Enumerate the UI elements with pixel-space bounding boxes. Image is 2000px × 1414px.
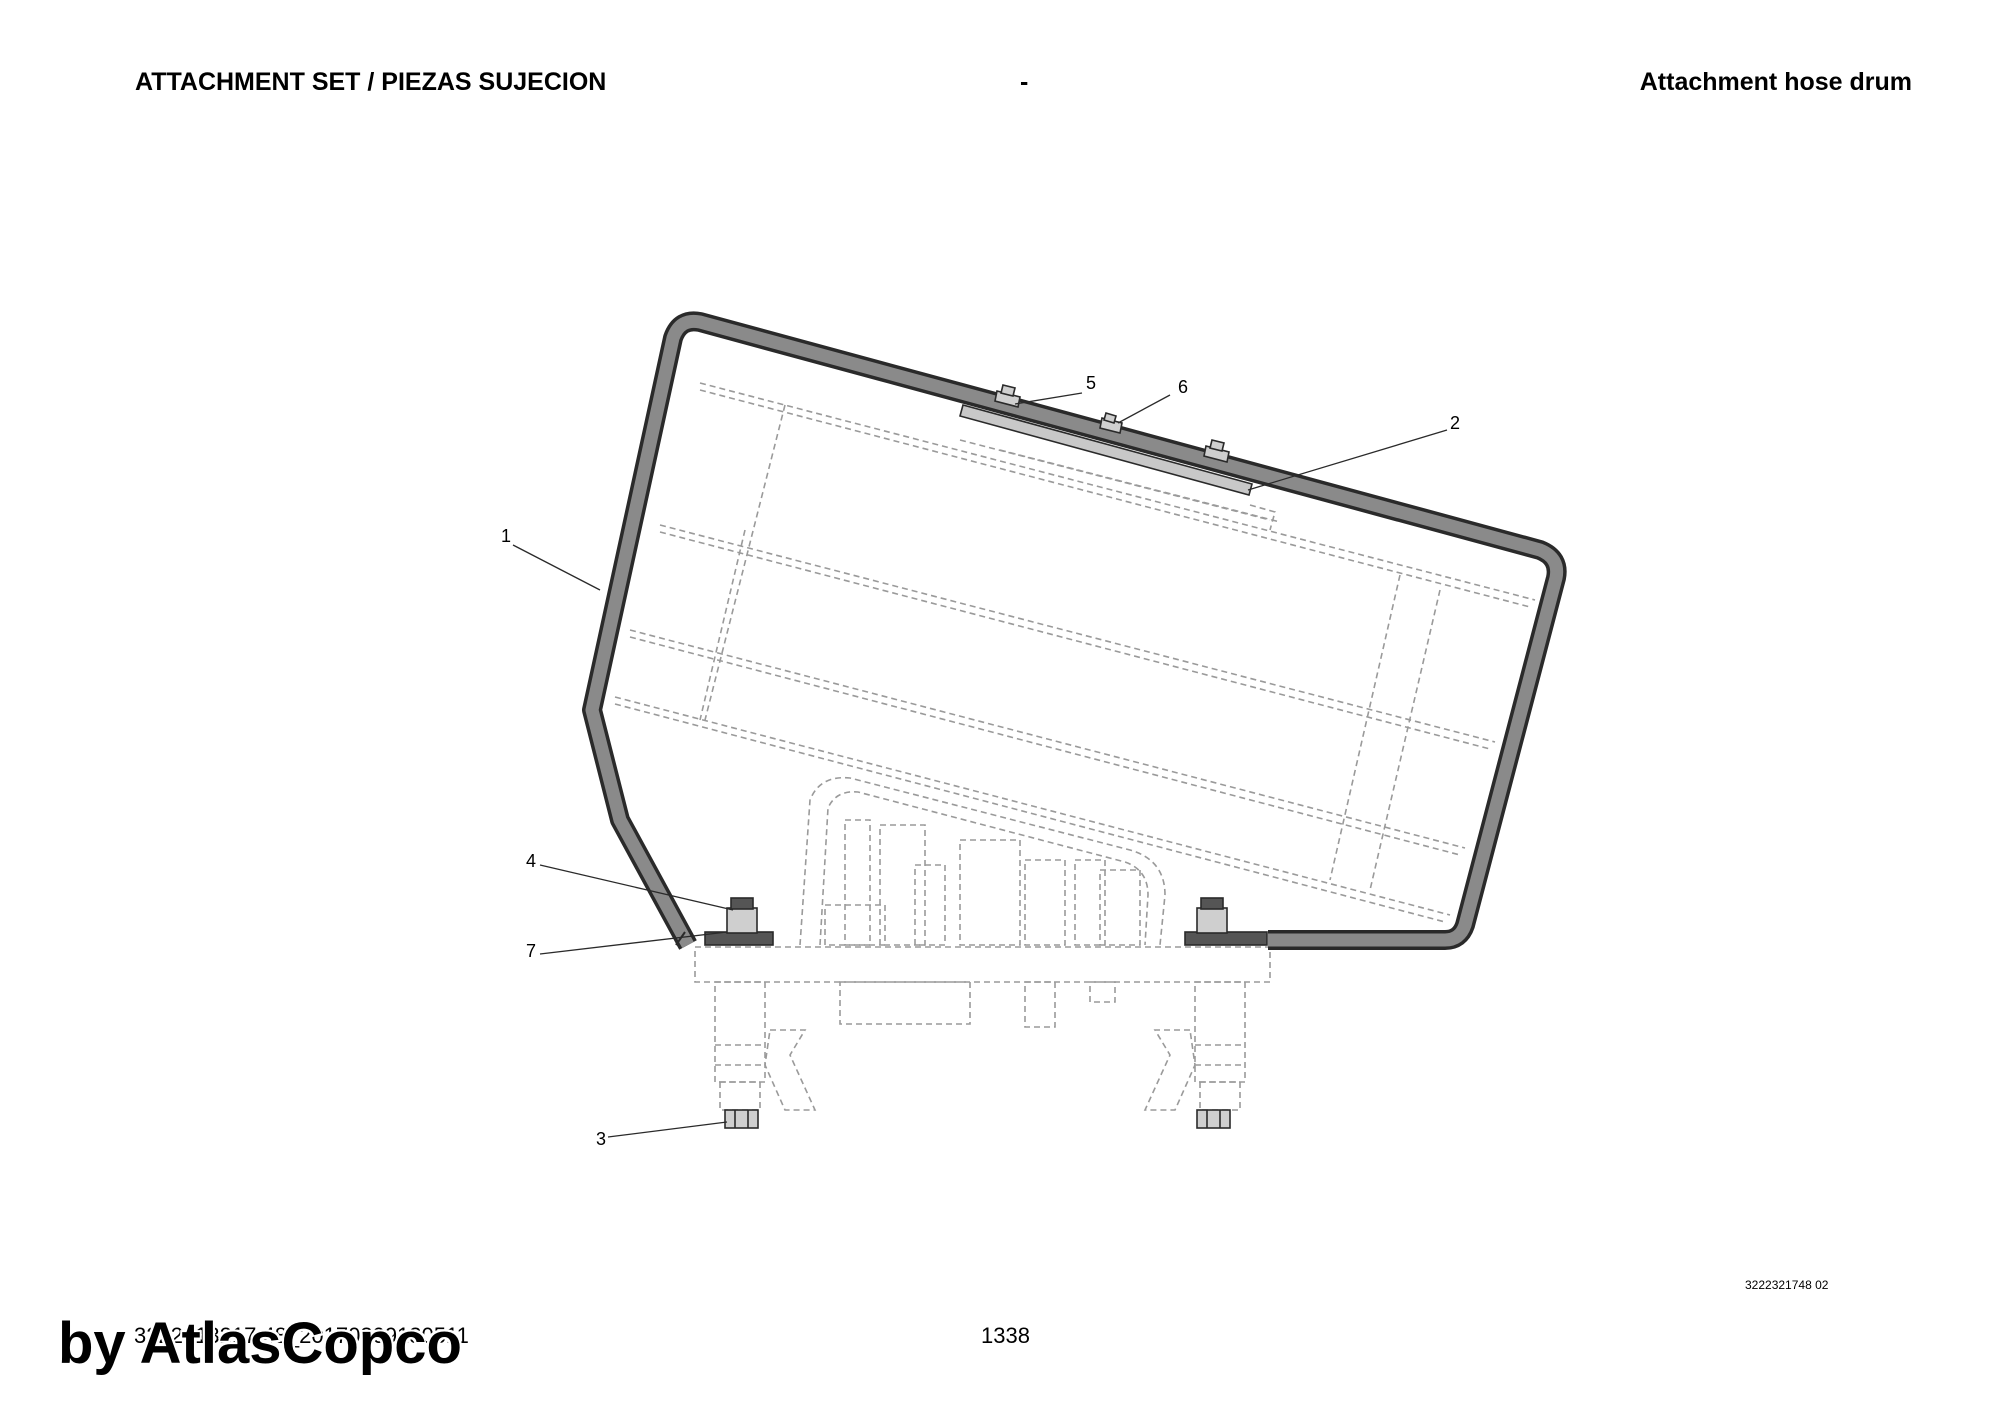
page-number: 1338	[981, 1323, 1030, 1348]
frame-bracket	[582, 311, 1567, 950]
header-left-title: ATTACHMENT SET / PIEZAS SUJECION	[135, 68, 607, 96]
clamp-plate	[959, 404, 1253, 496]
callout-6: 6	[1178, 377, 1189, 397]
callout-1: 1	[501, 526, 512, 546]
callout-3: 3	[596, 1129, 607, 1149]
callout-4: 4	[526, 851, 537, 871]
hidden-drum-outline	[614, 382, 1536, 923]
callout-2: 2	[1450, 413, 1461, 433]
callout-7: 7	[526, 941, 537, 961]
bolt-heads	[994, 384, 1230, 463]
drawing-number: 3222321748 02	[1745, 1278, 1829, 1292]
document-reference: 3222213217 48_20170309130511	[134, 1323, 469, 1348]
leader-lines	[512, 392, 1448, 1138]
header-center-mark: -	[1020, 68, 1029, 96]
header-right-title: Attachment hose drum	[1639, 68, 1912, 96]
watermark: by AtlasCopco	[58, 1311, 462, 1376]
callout-5: 5	[1086, 373, 1097, 393]
hidden-motor-base	[694, 776, 1271, 1111]
mounting-hardware	[704, 897, 1268, 1129]
